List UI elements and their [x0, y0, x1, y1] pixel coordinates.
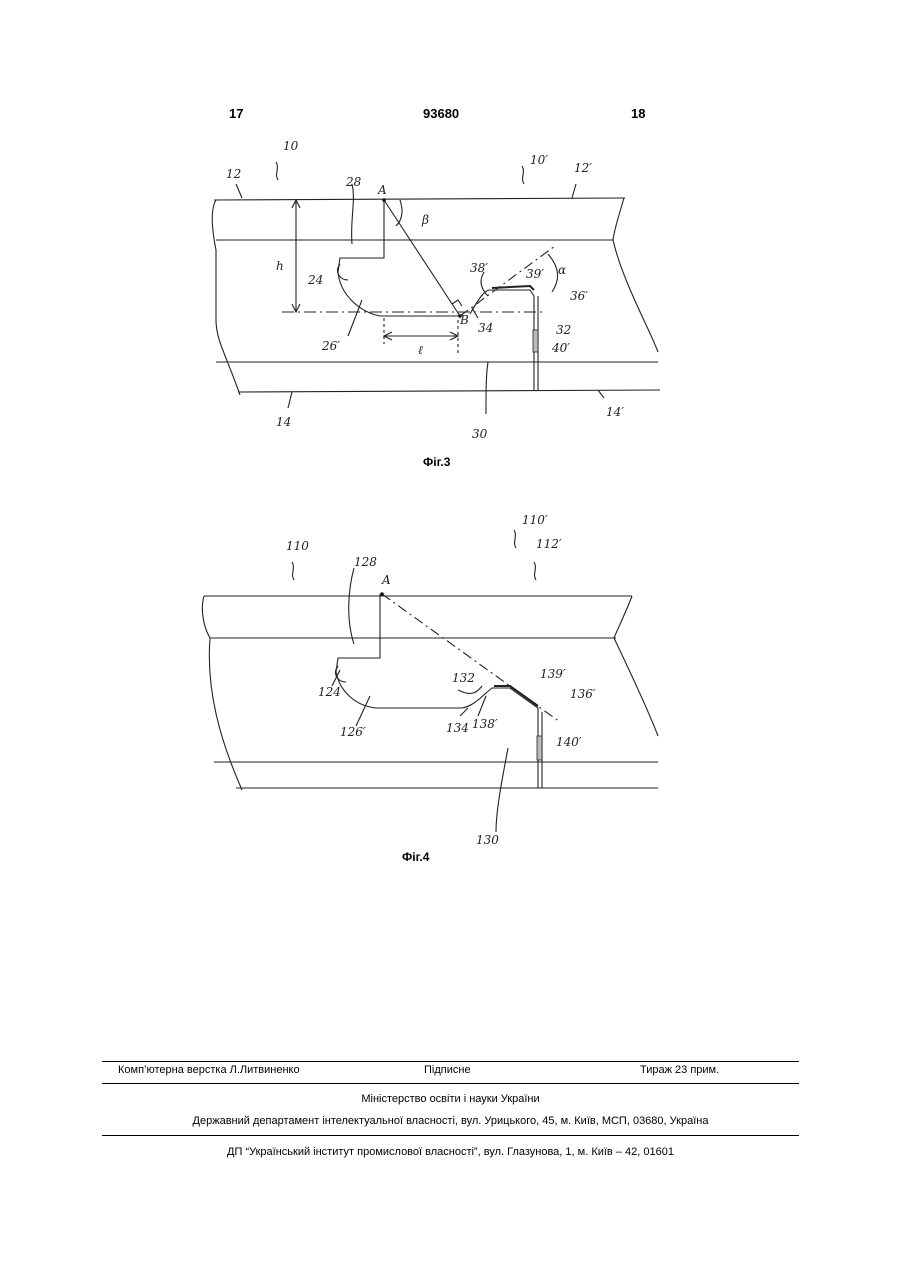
fig3-leader-14p: [598, 390, 604, 398]
fig3-diag-chain: [460, 246, 555, 316]
footer-department: Державний департамент інтелектуальної вл…: [0, 1115, 901, 1127]
fig3-beta-arc: [396, 200, 402, 226]
page-number-right: 18: [631, 106, 645, 121]
fig3-alpha-arc: [548, 254, 558, 292]
fig4-label-112p: 112′: [536, 537, 562, 551]
fig4-leader-110: [292, 562, 294, 580]
fig3-leader-14: [288, 392, 292, 408]
fig4-leader-110p: [514, 530, 516, 548]
fig3-label-39p: 39′: [526, 267, 544, 281]
fig3-label-38p: 38′: [470, 261, 488, 275]
fig3-outline: [212, 200, 240, 395]
fig4-label-128: 128: [354, 555, 377, 569]
fig3-label-40p: 40′: [551, 341, 570, 355]
fig4-profile: [336, 594, 538, 788]
page-number-left: 17: [229, 106, 243, 121]
fig3-label-36p: 36′: [570, 289, 588, 303]
fig4-leader-126p: [356, 696, 370, 726]
figure-4-drawing: 110 110′ 112′ 128 A 132 139′ 136′ 124 12…: [0, 510, 901, 850]
fig3-label-10p: 10′: [530, 153, 548, 167]
fig4-label-140p: 140′: [556, 735, 582, 749]
fig3-label-26p: 26′: [321, 339, 340, 353]
fig3-leader-26p: [348, 300, 362, 336]
fig3-label-34: 34: [478, 321, 493, 335]
footer-ministry: Міністерство освіти і науки України: [0, 1093, 901, 1105]
fig4-leader-134: [460, 708, 468, 716]
footer-rule-top: [102, 1061, 799, 1062]
fig3-label-10: 10: [283, 139, 299, 153]
fig4-groove: [336, 666, 346, 682]
patent-number: 93680: [423, 106, 459, 121]
fig3-leader-28: [352, 184, 354, 244]
fig3-label-24: 24: [307, 273, 323, 287]
figure-3-caption: Фіг.3: [423, 455, 450, 469]
fig3-leader-38p: [481, 272, 488, 296]
fig3-label-14: 14: [276, 415, 291, 429]
fig3-label-14p: 14′: [606, 405, 624, 419]
footer-institute: ДП “Український інститут промислової вла…: [0, 1146, 901, 1158]
fig4-label-138p: 138′: [472, 717, 498, 731]
fig4-chain-line: [382, 594, 560, 722]
fig4-label-134: 134: [446, 721, 469, 735]
fig3-label-l: ℓ: [418, 343, 423, 357]
figure-4-caption: Фіг.4: [402, 850, 429, 864]
fig3-point-b: B: [459, 313, 469, 327]
fig4-leader-112p: [534, 562, 536, 580]
fig4-label-139p: 139′: [540, 667, 566, 681]
fig3-label-12: 12: [226, 167, 241, 181]
fig3-leader-10p: [522, 166, 524, 184]
fig3-leader-12p: [572, 184, 576, 198]
fig3-label-12p: 12′: [574, 161, 592, 175]
fig4-leader-128: [349, 568, 354, 644]
fig3-label-h: h: [276, 259, 284, 273]
fig3-point-a: A: [377, 183, 387, 197]
fig4-leader-130: [496, 748, 508, 832]
footer-typesetting: Комп’ютерна верстка Л.Литвиненко: [118, 1064, 300, 1076]
fig4-leader-132: [458, 686, 482, 693]
fig3-profile: [338, 200, 460, 316]
fig3-leader-34: [472, 308, 478, 318]
fig3-label-beta: β: [421, 213, 429, 227]
fig3-adhesive-39: [492, 286, 534, 290]
fig4-label-136p: 136′: [570, 687, 596, 701]
footer-rule-middle: [102, 1083, 799, 1084]
fig3-label-alpha: α: [558, 263, 566, 277]
fig3-leader-30: [486, 362, 488, 414]
fig3-bottom-line: [238, 390, 660, 392]
fig4-label-130: 130: [476, 833, 499, 847]
fig4-label-110: 110: [286, 539, 309, 553]
fig4-point-a: A: [381, 573, 391, 587]
fig4-label-126p: 126′: [340, 725, 366, 739]
figure-3-drawing: 10 10′ 12 12′ 28 A β h 24 38′ 39′ α 36′ …: [0, 140, 901, 440]
fig3-top-line: [214, 198, 625, 200]
fig3-adhesive-40: [533, 330, 538, 352]
fig4-adhesive-140: [537, 736, 542, 760]
fig3-label-28: 28: [345, 175, 362, 189]
fig3-tooth: [470, 290, 534, 390]
footer-signed: Підписне: [424, 1064, 471, 1076]
fig3-label-32: 32: [556, 323, 571, 337]
fig4-label-124: 124: [318, 685, 341, 699]
fig4-label-132: 132: [452, 671, 475, 685]
footer-rule-bottom: [102, 1135, 799, 1136]
fig3-leader-12: [236, 184, 242, 198]
fig3-label-30: 30: [472, 427, 488, 441]
fig3-leader-10: [276, 162, 278, 180]
fig4-right-edge: [614, 596, 658, 736]
footer-circulation: Тираж 23 прим.: [640, 1064, 719, 1076]
fig3-right-edge: [613, 198, 658, 352]
fig4-label-110p: 110′: [522, 513, 548, 527]
fig4-outline: [202, 596, 242, 790]
